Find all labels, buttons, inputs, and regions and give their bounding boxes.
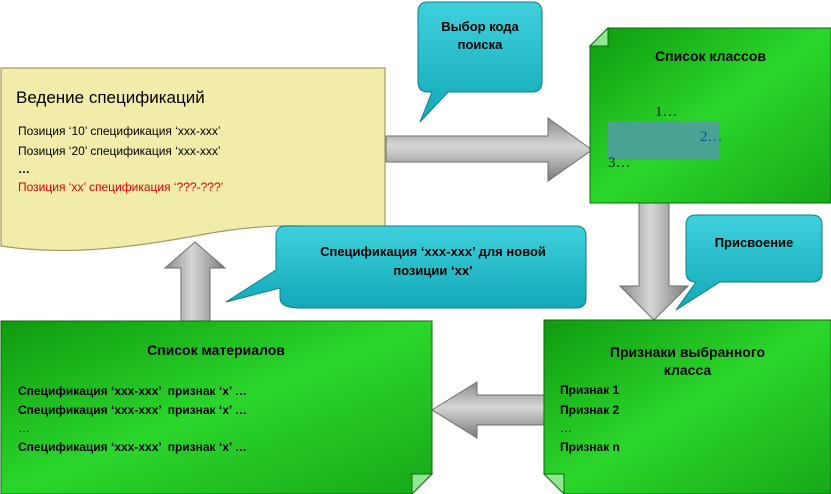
callout-search-code — [417, 1, 543, 123]
arrow-features-to-materials — [431, 381, 545, 439]
class-item-3: 3… — [608, 155, 631, 171]
features-title-line-1: Признаки выбранного — [609, 344, 766, 360]
callout-assignment — [675, 214, 823, 311]
class-item-2: 2… — [700, 129, 723, 145]
class-list-title: Список классов — [590, 48, 831, 64]
features-title: Признаки выбранного класса — [544, 343, 831, 379]
arrow-spec-to-classes — [385, 117, 593, 182]
class-list-fold — [588, 26, 609, 47]
feature-item-2: Признак 2 — [560, 403, 620, 417]
spec-doc-title: Ведение спецификаций — [16, 88, 205, 107]
feature-item-n: Признак n — [560, 440, 620, 454]
features-box — [543, 319, 831, 494]
material-item-2: Спецификация ‘xxx-xxx’ признак ‘x’ … — [18, 403, 247, 417]
class-item-1: 1… — [655, 104, 678, 120]
materials-title-text: Список материалов — [147, 342, 285, 358]
material-item-3: Спецификация ‘xxx-xxx’ признак ‘x’ … — [18, 440, 247, 454]
callout-search-code-text: Выбор кода поиска — [418, 18, 542, 54]
spec-doc-line-1: Позиция ‘10’ спецификация ‘xxx-xxx’ — [18, 124, 221, 138]
arrow-classes-to-features — [618, 202, 690, 321]
callout-new-spec-line-2: позиции ‘xx’ — [393, 263, 473, 278]
class-list-title-text: Список классов — [655, 48, 766, 64]
class-list-selection — [608, 121, 720, 160]
feature-item-ellipsis: … — [560, 421, 572, 435]
spec-doc-line-ellipsis: … — [18, 162, 30, 176]
material-item-1: Спецификация ‘xxx-xxx’ признак ‘x’ … — [18, 384, 247, 398]
spec-doc-highlight-line: Позиция ‘xx’ спецификация ‘???-???’ — [18, 180, 224, 194]
spec-doc-line-2: Позиция ‘20’ спецификация ‘xxx-xxx’ — [18, 144, 221, 158]
callout-search-code-line-1: Выбор кода — [441, 19, 519, 34]
callout-new-spec — [225, 225, 587, 309]
materials-title: Список материалов — [0, 342, 432, 358]
callout-search-code-line-2: поиска — [457, 37, 503, 52]
material-item-ellipsis: … — [18, 421, 30, 435]
arrow-materials-to-spec — [163, 241, 227, 322]
callout-new-spec-text: Спецификация ‘xxx-xxx’ для новой позиции… — [280, 242, 586, 280]
features-title-line-2: класса — [663, 362, 712, 378]
feature-item-1: Признак 1 — [560, 383, 620, 397]
materials-fold — [411, 473, 434, 494]
callout-assignment-text: Присвоение — [714, 235, 794, 250]
features-fold — [542, 473, 565, 494]
callout-new-spec-line-1: Спецификация ‘xxx-xxx’ для новой — [320, 244, 546, 259]
